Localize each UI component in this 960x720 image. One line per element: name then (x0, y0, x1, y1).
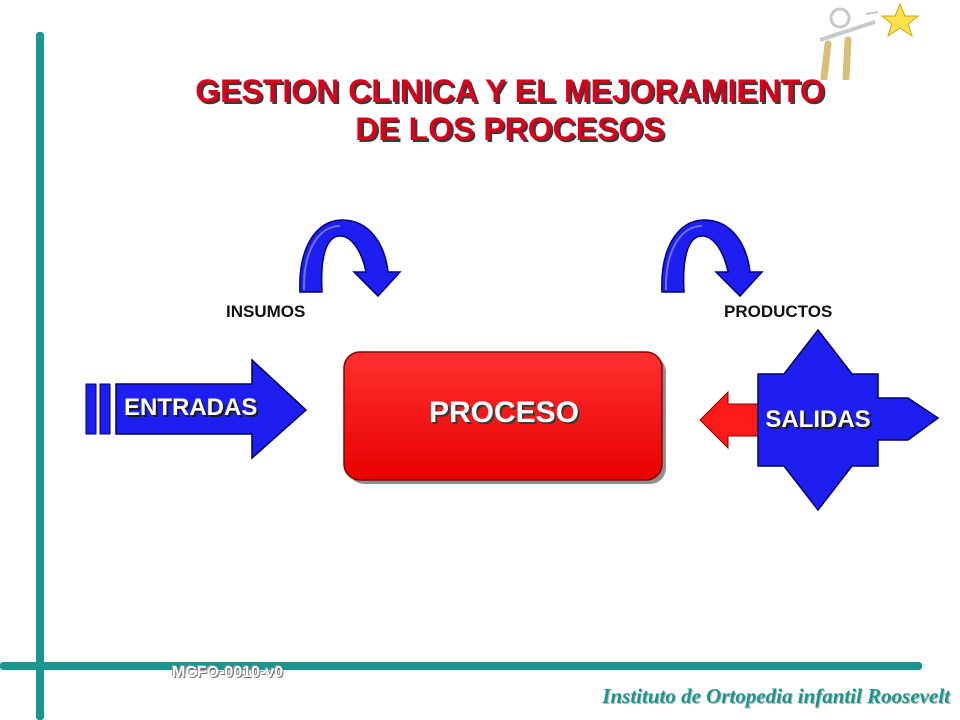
slide-title: GESTION CLINICA Y EL MEJORAMIENTO DE LOS… (110, 72, 910, 148)
bottom-accent-bar (0, 662, 922, 670)
entradas-arrow (85, 358, 308, 460)
curved-down-arrow-icon-right (661, 219, 764, 298)
left-accent-bar (36, 32, 44, 720)
title-line-1: GESTION CLINICA Y EL MEJORAMIENTO (195, 73, 825, 109)
entradas-label: ENTRADAS (124, 394, 258, 421)
insumos-label: INSUMOS (226, 302, 306, 321)
institute-logo (819, 2, 920, 80)
proceso-box (343, 351, 666, 484)
institution-name: Instituto de Ortopedia infantil Roosevel… (602, 684, 950, 708)
salidas-label: SALIDAS (765, 406, 871, 433)
productos-label: PRODUCTOS (724, 302, 833, 321)
proceso-label: PROCESO (428, 396, 580, 429)
title-line-2: DE LOS PROCESOS (355, 111, 665, 147)
salidas-four-way-arrow (757, 328, 940, 512)
curved-down-arrow-icon-left (299, 219, 402, 298)
document-code: MCFO-0010-v0 (172, 664, 284, 681)
